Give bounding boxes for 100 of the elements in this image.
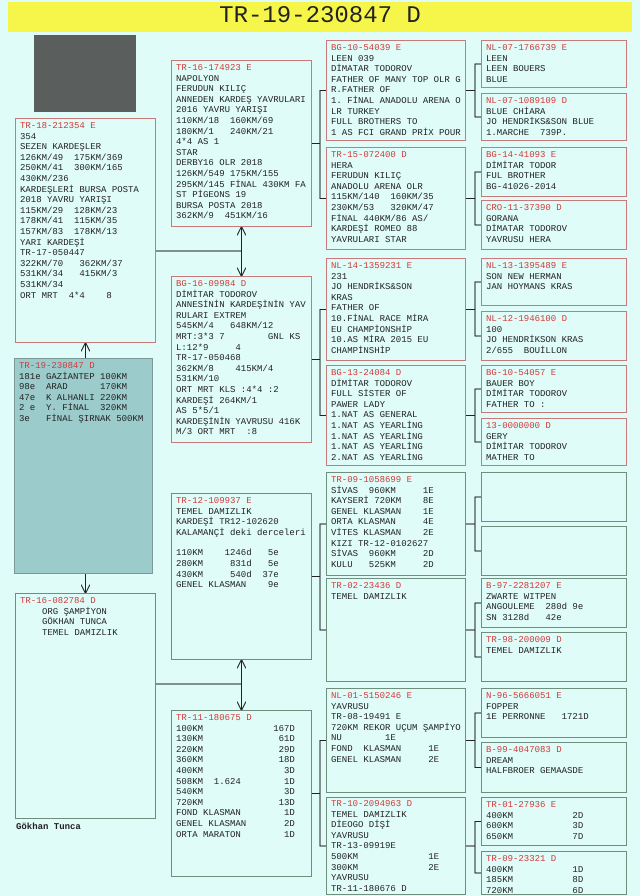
ring-number: BG-10-54057 E — [486, 368, 558, 379]
pedigree-line: 540KM 3D — [176, 787, 296, 798]
pedigree-line: 650KM 7D — [486, 832, 584, 842]
pedigree-line: DİMİTAR TODOROV — [486, 389, 568, 400]
pigeon-card — [171, 493, 312, 660]
pedigree-line: MATHER TO — [486, 452, 536, 464]
pedigree-line: 400KM 1D — [486, 864, 584, 876]
pedigree-line: LEEN — [486, 54, 509, 64]
pedigree-line: 508KM 1.624 1D — [176, 776, 296, 788]
ring-number: NL-07-1089109 D — [486, 96, 568, 106]
pedigree-line: 220KM 29D — [176, 744, 296, 756]
pedigree-line: BLUE CHİARA — [486, 106, 546, 117]
pedigree-line: ORTA MARATON 1D — [176, 830, 296, 840]
pedigree-line: 1 AS FCI GRAND PRİX POUR — [331, 128, 462, 138]
pedigree-line: 280KM 831d 5e — [176, 558, 280, 570]
pedigree-line: 545KM/4 648KM/12 — [176, 321, 274, 332]
pedigree-line: 110KM/18 160KM/69 — [176, 116, 274, 127]
pedigree-line: DERBY16 OLR 2018 — [176, 158, 264, 169]
pigeon-card — [481, 93, 627, 141]
pedigree-line: ORTA KLASMAN 4E — [331, 517, 435, 528]
connector-line — [312, 359, 326, 416]
pedigree-line: DİMATAR TODOROV — [486, 224, 568, 235]
ring-number: NL-13-1395489 E — [486, 261, 568, 272]
pedigree-line: FATHER OF — [331, 303, 381, 314]
pigeon-card — [15, 593, 156, 819]
pedigree-line: DİMİTAR TODOROV — [176, 290, 258, 300]
pedigree-line: TR-11-180676 D — [331, 884, 408, 894]
pedigree-line: SİVAS 960KM 1E — [331, 486, 435, 496]
pedigree-line: ORT MRT KLS :4*4 :2 — [176, 384, 280, 396]
arrow — [156, 684, 247, 711]
pedigree-line: ANNEDEN KARDEŞ YAVRULARI — [176, 94, 307, 106]
pedigree-line: HERA — [331, 160, 354, 172]
pedigree-line: GORANA — [486, 214, 518, 224]
pedigree-line: 362KM/9 451KM/16 — [176, 211, 269, 222]
ring-number: 13-0000000 D — [486, 421, 552, 432]
pedigree-line: TEMEL DAMIZLIK — [176, 506, 253, 517]
ring-number: TR-18-212354 E — [20, 121, 97, 132]
pedigree-line: FERUDUN KILIÇ — [176, 84, 248, 95]
pedigree-line: ANADOLU ARENA OLR — [331, 182, 424, 192]
pedigree-line: 1.NAT AS YEARLİNG — [331, 432, 424, 442]
pedigree-line: TR-17-050447 — [20, 248, 86, 259]
pedigree-line: ANGOULEME 280d 9e — [486, 602, 584, 613]
pigeon-card — [481, 311, 627, 361]
pedigree-line: 531KM/10 — [176, 374, 220, 385]
pigeon-card — [326, 578, 466, 682]
pedigree-line: LEEN 039 — [331, 54, 376, 64]
pedigree-line: 115KM/29 128KM/23 — [20, 206, 118, 216]
pedigree-line: FATHER OF MANY TOP OLR GR.FATHER OF — [331, 74, 462, 96]
pedigree-line: 100KM 167D — [176, 724, 296, 734]
pedigree-line: 185KM 8D — [486, 875, 584, 886]
ring-number: CRO-11-37390 D — [486, 203, 563, 214]
ring-number: NL-12-1946100 D — [486, 314, 568, 325]
connector-line — [466, 630, 482, 658]
pigeon-card — [326, 40, 466, 141]
pedigree-line: MRT:3*3 7 GNL KSL:12*9 4 — [176, 332, 302, 354]
pedigree-line: 1E PERRONNE 1721D — [486, 712, 590, 723]
pedigree-line: STAR — [176, 148, 199, 158]
pedigree-line: BG-41026-2014 — [486, 182, 558, 192]
pedigree-line: GÖKHAN TUNCA — [41, 617, 108, 628]
pedigree-line: 500KM 1E — [331, 852, 440, 863]
pedigree-line: KIZI TR-12-0102627 — [331, 538, 430, 549]
pedigree-line: 130KM 61D — [176, 734, 296, 745]
pedigree-line: JO HENDRİKS&SON BLUE — [486, 117, 596, 128]
pigeon-card — [481, 797, 627, 846]
pedigree-line: 2/655 BOUİLLON — [486, 346, 568, 356]
pedigree-line: 362KM/8 415KM/4 — [176, 364, 274, 374]
pedigree-line: 360KM 18D — [176, 755, 296, 766]
pigeon-card — [481, 578, 627, 628]
pedigree-line: 98e ARAD 170KM — [19, 382, 128, 393]
pedigree-line: YAVRUSU — [331, 702, 370, 712]
pedigree-line: 10.AS MİRA 2015 EU — [331, 335, 430, 346]
pedigree-line: GERY — [486, 432, 508, 442]
ring-number: NL-01-5150246 E — [331, 691, 414, 702]
pigeon-card — [481, 258, 627, 306]
connector-line — [466, 740, 482, 768]
pedigree-line: GENEL KLASMAN 9e — [176, 580, 280, 591]
pedigree-line: 720KM REKOR UÇUM ŞAMPİYONU 1E — [331, 722, 462, 744]
pedigree-line: FOND KLASMAN 1D — [176, 808, 296, 819]
pigeon-card — [481, 40, 627, 88]
pedigree-line: TR-08-19491 E — [331, 712, 402, 723]
pedigree-line: BLUE — [486, 74, 509, 86]
pigeon-card — [171, 710, 312, 877]
pedigree-line: 322KM/70 362KM/37 — [20, 258, 124, 270]
pedigree-line: SON NEW HERMAN — [486, 272, 563, 282]
pedigree-line: YAVRUSU — [331, 873, 370, 884]
page-title: TR-19-230847 D — [8, 2, 632, 32]
pigeon-card — [481, 418, 627, 466]
arrow — [80, 574, 91, 594]
pedigree-line: 354 — [20, 132, 38, 142]
ring-number: TR-16-174923 E — [176, 63, 253, 74]
ring-number: TR-19-230847 D — [19, 361, 96, 372]
pigeon-card — [481, 365, 627, 413]
pedigree-line: 600KM 3D — [486, 821, 584, 832]
pedigree-line: KAYSERİ 720KM 8E — [331, 496, 435, 507]
connector-line — [312, 793, 326, 846]
ring-number: N-96-5666051 E — [486, 691, 563, 702]
pedigree-line: 1.NAT AS YEARLİNG — [331, 420, 424, 432]
pigeon-card — [481, 632, 627, 682]
pedigree-line: 231 — [331, 272, 348, 282]
pedigree-line: 720KM 6D — [486, 886, 584, 896]
